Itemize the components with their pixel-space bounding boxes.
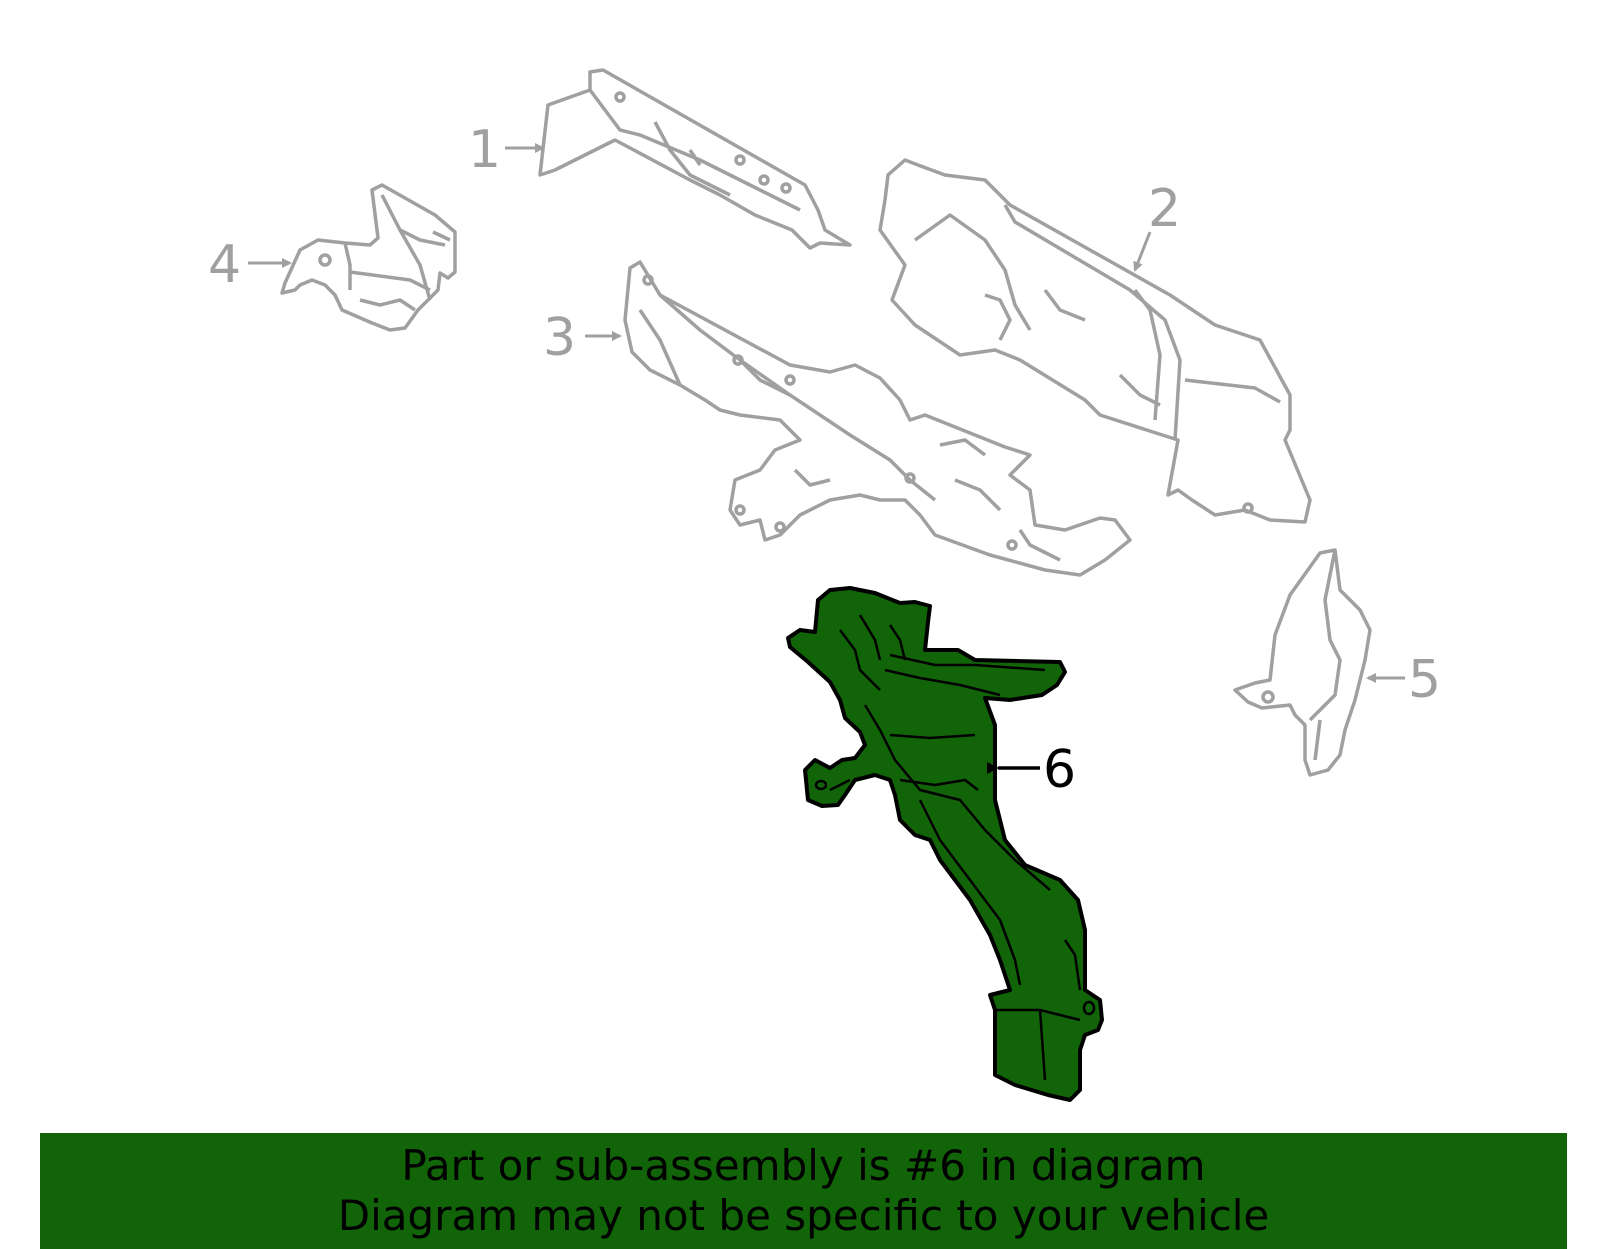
banner-line-2: Diagram may not be specific to your vehi…	[337, 1191, 1270, 1240]
part-1-outline	[538, 68, 852, 250]
banner-line-1: Part or sub-assembly is #6 in diagram	[401, 1141, 1206, 1190]
callout-1-label: 1	[468, 120, 501, 180]
part-3-outline	[623, 260, 1132, 577]
part-4-outline	[280, 183, 457, 332]
callout-4-label: 4	[208, 235, 241, 295]
part-5-outline	[1233, 548, 1372, 777]
callout-2-arrow	[1133, 231, 1152, 272]
part-2-outline	[878, 158, 1312, 524]
callout-5-label: 5	[1408, 650, 1441, 710]
callout-2-label: 2	[1148, 179, 1181, 239]
part-6-highlighted	[786, 586, 1104, 1102]
callout-6-label: 6	[1043, 740, 1076, 800]
callout-3-label: 3	[543, 308, 576, 368]
info-banner: Part or sub-assembly is #6 in diagram Di…	[40, 1133, 1567, 1249]
